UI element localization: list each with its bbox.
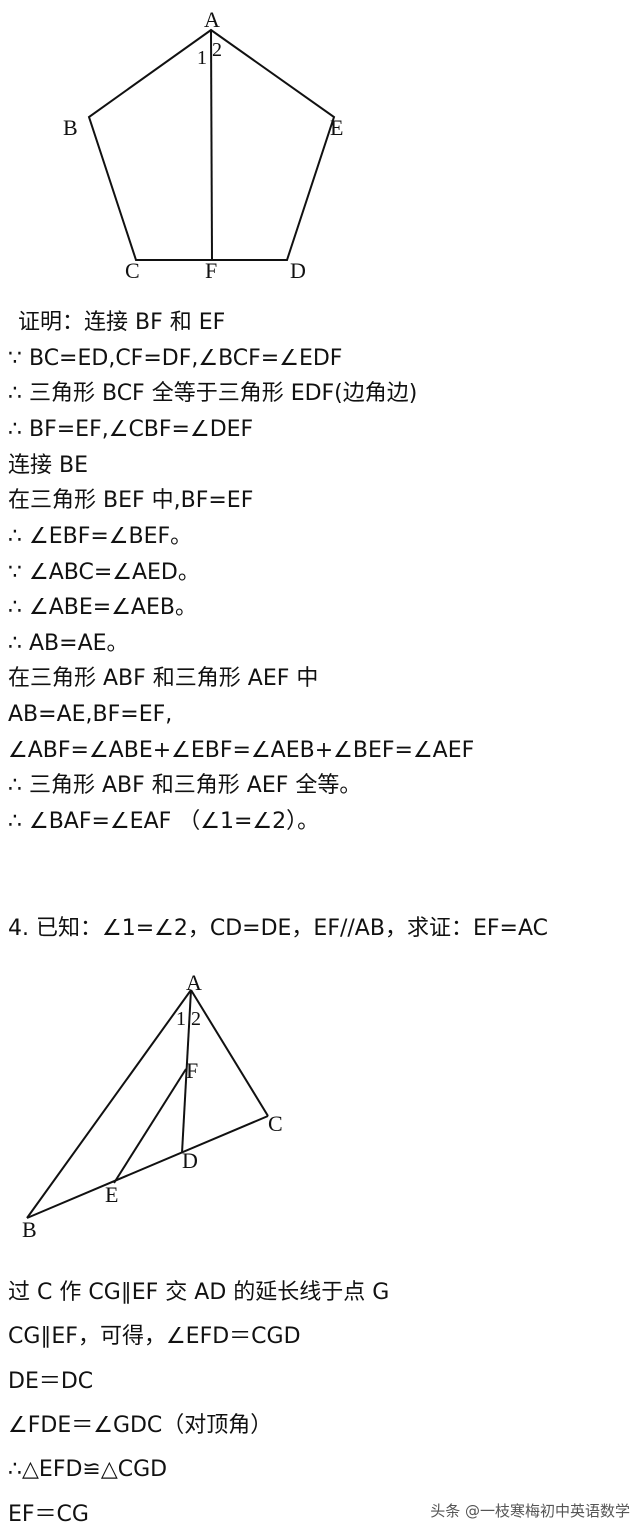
label-c: C (125, 258, 140, 283)
proof-2-line: EF＝CG (8, 1502, 89, 1527)
label-angle-1: 1 (176, 1008, 186, 1030)
proof-1-line: 在三角形 BEF 中,BF=EF (8, 488, 254, 513)
proof-2-line: ∴△EFD≌△CGD (8, 1457, 168, 1482)
label-e: E (330, 115, 343, 140)
proof-1-line: ∴ ∠ABE=∠AEB。 (8, 595, 197, 620)
proof-1-line: ∵ ∠ABC=∠AED。 (8, 560, 200, 585)
pentagon-diagram: A B E C F D 1 2 (0, 0, 400, 290)
proof-1-line: AB=AE,BF=EF, (8, 702, 173, 727)
proof-1-line: ∴ BF=EF,∠CBF=∠DEF (8, 417, 254, 442)
proof-1-line: ∴ ∠EBF=∠BEF。 (8, 524, 193, 549)
label-angle-2: 2 (191, 1008, 201, 1030)
segment-ac (190, 989, 269, 1117)
label-f: F (186, 1058, 198, 1083)
proof-2-line: DE＝DC (8, 1369, 94, 1394)
watermark: 头条 @一枝寒梅初中英语数学 (430, 1502, 630, 1520)
proof-1-line: 在三角形 ABF 和三角形 AEF 中 (8, 666, 319, 691)
proof-1-line: ∠ABF=∠ABE+∠EBF=∠AEB+∠BEF=∠AEF (8, 738, 475, 763)
label-b: B (22, 1217, 37, 1242)
proof-2-line: 过 C 作 CG∥EF 交 AD 的延长线于点 G (8, 1280, 390, 1305)
segment-ad (181, 989, 192, 1154)
segment-ab (26, 989, 192, 1219)
label-angle-2: 2 (212, 39, 222, 61)
triangle-diagram: A B C D E F 1 2 (0, 960, 330, 1250)
proof-1-line: ∵ BC=ED,CF=DF,∠BCF=∠EDF (8, 346, 343, 371)
label-c: C (268, 1111, 283, 1136)
segment-bc (26, 1115, 269, 1219)
label-a: A (204, 7, 220, 32)
label-f: F (205, 258, 217, 283)
label-angle-1: 1 (197, 47, 207, 69)
label-d: D (182, 1148, 198, 1173)
segment-af (210, 29, 213, 261)
proof-1-line: ∴ AB=AE。 (8, 631, 129, 656)
label-e: E (105, 1182, 118, 1207)
proof-2-line: CG∥EF，可得，∠EFD＝CGD (8, 1324, 301, 1349)
proof-1-line: 证明：连接 BF 和 EF (18, 310, 226, 335)
segment-ef (113, 1068, 187, 1184)
proof-1-line: ∴ ∠BAF=∠EAF （∠1=∠2）。 (8, 809, 320, 834)
proof-2-line: ∠FDE＝∠GDC（对顶角） (8, 1413, 273, 1438)
proof-1-line: ∴ 三角形 BCF 全等于三角形 EDF(边角边) (8, 381, 418, 406)
label-a: A (186, 970, 202, 995)
proof-1-line: 连接 BE (8, 453, 88, 478)
label-b: B (63, 115, 78, 140)
label-d: D (290, 258, 306, 283)
proof-1-line: ∴ 三角形 ABF 和三角形 AEF 全等。 (8, 773, 362, 798)
problem-4-statement: 4. 已知：∠1=∠2，CD=DE，EF//AB，求证：EF=AC (8, 916, 548, 941)
